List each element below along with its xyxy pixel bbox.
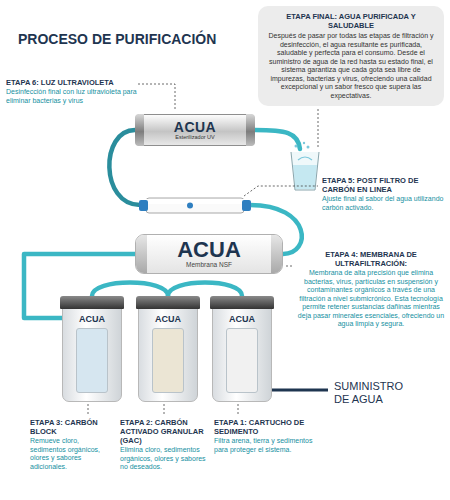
cartridge-core [76,328,108,393]
supply-label: SUMINISTRO DE AGUA [334,380,418,406]
leader-line [238,404,239,415]
leader-line [244,186,318,196]
membrane-end-cap [136,235,147,273]
cartridge-core [226,328,258,393]
post-filter-cap [242,200,251,211]
leader-line [286,266,293,267]
node-text: Después de pasar por todas las etapas de… [265,32,437,100]
cartridge-core [152,328,184,393]
stage-heading: ETAPA 2: CARBÓN ACTIVADO GRANULAR (GAC) [120,418,210,445]
stage-heading: ETAPA 6: LUZ ULTRAVIOLETA [6,78,138,87]
supply-line [264,389,328,392]
diagram-title: PROCESO DE PURIFICACIÓN [18,31,216,48]
water-splash [298,157,312,160]
stage-description: Membrana de alta precisión que elimina b… [296,269,446,329]
water-drop [307,146,310,149]
cartridge-cap [210,296,274,309]
water-drop [295,145,298,148]
uv-end-cap [135,114,144,146]
stage-heading: ETAPA 4: MEMBRANA DE ULTRAFILTRACIÓN: [296,250,446,268]
water-pipe [24,254,135,318]
uv-end-cap [246,114,255,146]
leader-line [138,84,175,111]
stage-description: Ajuste final al sabor del agua utilizand… [322,195,446,212]
post-filter-cap [139,200,148,211]
leader-line [88,404,89,415]
node-heading: ACUA [138,314,198,324]
post-filter-logo [187,203,193,209]
water-pipe [92,283,168,297]
node-text: Membrana NSF [186,261,232,269]
outlet-pipe [255,130,300,149]
membrane-end-cap [271,235,282,273]
cartridge-cap [136,296,200,309]
node-text: Esterilizador UV [175,134,214,141]
water-drop [303,142,305,144]
stage-description: Filtra arena, tierra y sedimentos para p… [214,437,314,454]
filter-cartridge: ACUA [62,296,122,402]
info-box: ETAPA FINAL: AGUA PURIFICADA Y SALUDABLE… [258,6,444,106]
glass [291,152,319,190]
stage-description: Desinfección final con luz ultravioleta … [6,88,138,105]
leader-line [318,109,319,148]
node-heading: ACUA [177,239,241,261]
leader-line [164,404,165,415]
stage-heading: ETAPA 3: CARBÓN BLOCK [30,418,114,436]
node-heading: ACUA [212,314,272,324]
membrane-housing: ACUAMembrana NSF [135,234,283,274]
node-heading: ACUA [174,120,216,134]
filter-cartridge: ACUA [138,296,198,402]
stage-description: Remueve cloro, sedimentos orgánicos, olo… [30,437,114,471]
cartridge-cap [60,296,124,309]
node-heading: ACUA [62,314,122,324]
water-pipe [168,283,242,297]
stage-heading: ETAPA 1: CARTUCHO DE SEDIMENTO [214,418,314,436]
post-filter-body [146,198,244,213]
node-heading: ETAPA FINAL: AGUA PURIFICADA Y SALUDABLE [265,12,437,30]
uv-sterilizer: ACUAEsterilizador UV [135,114,255,146]
post-filter-shine [146,199,244,204]
stage-description: Elimina cloro, sedimentos orgánicos, olo… [120,446,210,472]
filter-cartridge: ACUA [212,296,272,402]
stage-heading: ETAPA 5: POST FILTRO DE CARBÓN EN LINEA [322,176,446,194]
